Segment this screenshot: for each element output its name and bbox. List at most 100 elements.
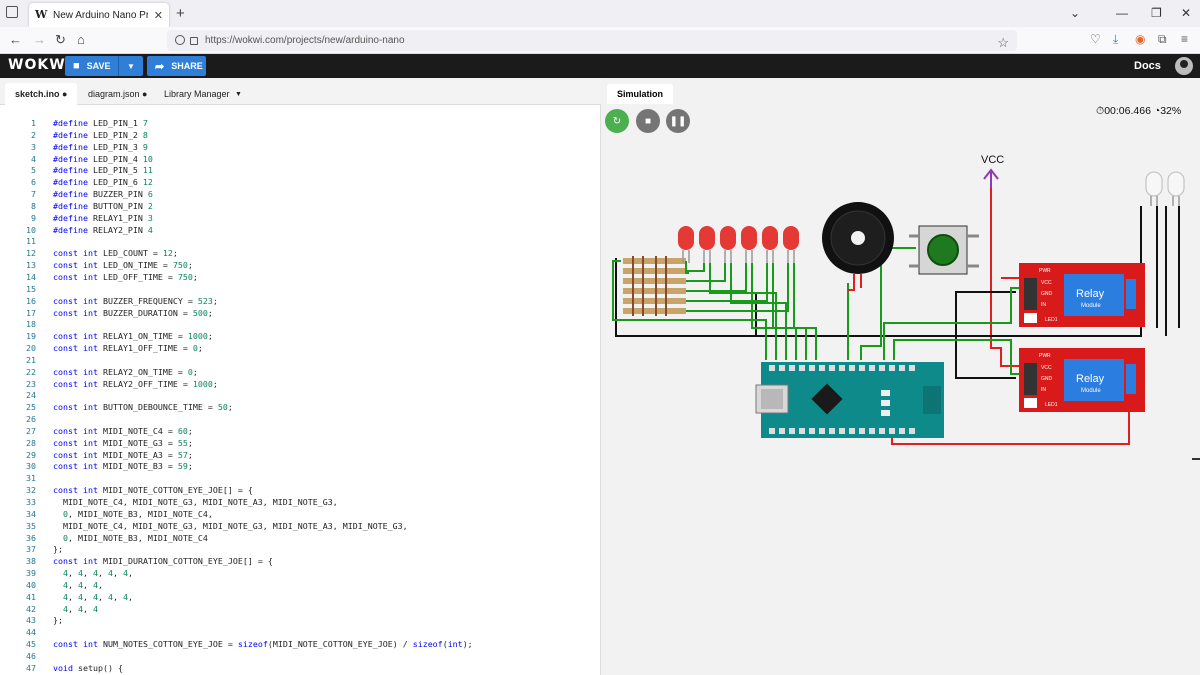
restore-icon[interactable]: ❐ [1151, 6, 1162, 20]
lock-icon[interactable] [190, 37, 198, 45]
code-line[interactable]: 46 [0, 651, 601, 663]
code-text[interactable]: 4, 4, 4, 4, 4, [63, 568, 133, 579]
code-line[interactable]: 33 MIDI_NOTE_C4, MIDI_NOTE_G3, MIDI_NOTE… [0, 497, 601, 509]
pocket-icon[interactable]: ♡ [1090, 32, 1101, 46]
downloads-icon[interactable]: ⤓ [1113, 32, 1119, 46]
code-text[interactable]: #define LED_PIN_3 9 [53, 141, 148, 152]
code-text[interactable]: #define BUZZER_PIN 6 [53, 189, 153, 200]
code-text[interactable]: const int BUTTON_DEBOUNCE_TIME = 50; [53, 402, 233, 413]
code-text[interactable]: const int MIDI_NOTE_A3 = 57; [53, 449, 193, 460]
tab-list-icon[interactable] [6, 6, 18, 18]
code-line[interactable]: 6#define LED_PIN_6 12 [0, 177, 601, 189]
code-line[interactable]: 24 [0, 390, 601, 402]
tab-diagram-json[interactable]: diagram.json ● [88, 89, 148, 99]
code-text[interactable]: MIDI_NOTE_C4, MIDI_NOTE_G3, MIDI_NOTE_A3… [53, 497, 338, 507]
forward-icon[interactable]: → [33, 32, 46, 47]
code-line[interactable]: 8#define BUTTON_PIN 2 [0, 201, 601, 213]
code-text[interactable]: const int RELAY1_ON_TIME = 1000; [53, 331, 213, 342]
code-line[interactable]: 40 4, 4, 4, [0, 580, 601, 592]
code-text[interactable]: #define BUTTON_PIN 2 [53, 200, 153, 211]
editor-tabs-dropdown-icon[interactable]: ▼ [235, 90, 242, 98]
code-line[interactable]: 3#define LED_PIN_3 9 [0, 142, 601, 154]
code-line[interactable]: 34 0, MIDI_NOTE_B3, MIDI_NOTE_C4, [0, 509, 601, 521]
address-bar[interactable]: https://wokwi.com/projects/new/arduino-n… [167, 30, 1017, 51]
code-text[interactable]: const int LED_ON_TIME = 750; [53, 260, 193, 271]
wokwi-logo[interactable]: WOKWI [8, 57, 72, 73]
bookmark-star-icon[interactable]: ☆ [997, 35, 1009, 50]
code-text[interactable]: #define LED_PIN_4 10 [53, 153, 153, 164]
code-text[interactable]: #define LED_PIN_1 7 [53, 118, 148, 128]
code-line[interactable]: 31 [0, 473, 601, 485]
code-line[interactable]: 37}; [0, 544, 601, 556]
code-text[interactable]: const int MIDI_NOTE_COTTON_EYE_JOE[] = { [53, 485, 253, 496]
new-tab-icon[interactable]: + [176, 5, 185, 22]
code-text[interactable]: #define LED_PIN_6 12 [53, 177, 153, 188]
code-line[interactable]: 18 [0, 319, 601, 331]
code-text[interactable]: const int LED_OFF_TIME = 750; [53, 271, 198, 282]
code-line[interactable]: 11 [0, 236, 601, 248]
code-text[interactable]: #define LED_PIN_2 8 [53, 129, 148, 140]
code-text[interactable]: 0, MIDI_NOTE_B3, MIDI_NOTE_C4 [63, 532, 208, 543]
extension-icon[interactable]: ◉ [1135, 32, 1146, 46]
code-line[interactable]: 2#define LED_PIN_2 8 [0, 130, 601, 142]
stop-simulation-button[interactable]: ■ [636, 109, 660, 133]
code-text[interactable]: MIDI_NOTE_C4, MIDI_NOTE_G3, MIDI_NOTE_G3… [53, 520, 408, 531]
code-text[interactable]: const int MIDI_NOTE_B3 = 59; [53, 461, 193, 472]
code-line[interactable]: 10#define RELAY2_PIN 4 [0, 225, 601, 237]
pause-simulation-button[interactable]: ❚❚ [666, 109, 690, 133]
code-text[interactable]: const int BUZZER_DURATION = 500; [53, 307, 213, 318]
code-line[interactable]: 5#define LED_PIN_5 11 [0, 165, 601, 177]
code-text[interactable]: const int BUZZER_FREQUENCY = 523; [53, 295, 218, 306]
close-window-icon[interactable]: ✕ [1181, 6, 1192, 20]
code-line[interactable]: 4#define LED_PIN_4 10 [0, 154, 601, 166]
code-text[interactable]: #define RELAY2_PIN 4 [53, 224, 153, 235]
code-text[interactable]: 0, MIDI_NOTE_B3, MIDI_NOTE_C4, [63, 508, 213, 519]
tab-sketch-ino[interactable]: sketch.ino ● [5, 83, 78, 105]
code-text[interactable]: const int RELAY2_OFF_TIME = 1000; [53, 378, 218, 389]
docs-link[interactable]: Docs [1134, 60, 1161, 72]
back-icon[interactable]: ← [9, 32, 22, 47]
code-line[interactable]: 43}; [0, 615, 601, 627]
code-line[interactable]: 42 4, 4, 4 [0, 604, 601, 616]
code-line[interactable]: 21 [0, 355, 601, 367]
pane-divider-handle[interactable] [1192, 458, 1200, 460]
code-text[interactable]: const int LED_COUNT = 12; [53, 248, 178, 259]
code-line[interactable]: 9#define RELAY1_PIN 3 [0, 213, 601, 225]
restart-simulation-button[interactable]: ↻ [605, 109, 629, 133]
code-text[interactable]: const int RELAY2_ON_TIME = 0; [53, 366, 198, 377]
code-line[interactable]: 7#define BUZZER_PIN 6 [0, 189, 601, 201]
home-icon[interactable]: ⌂ [77, 32, 85, 47]
code-line[interactable]: 39 4, 4, 4, 4, 4, [0, 568, 601, 580]
code-line[interactable]: 35 MIDI_NOTE_C4, MIDI_NOTE_G3, MIDI_NOTE… [0, 521, 601, 533]
code-line[interactable]: 36 0, MIDI_NOTE_B3, MIDI_NOTE_C4 [0, 533, 601, 545]
save-button[interactable]: ■ SAVE [65, 56, 118, 76]
code-line[interactable]: 15 [0, 284, 601, 296]
browser-tab[interactable]: W New Arduino Nano Project - W ✕ [29, 3, 169, 27]
tab-library-manager[interactable]: Library Manager [164, 89, 230, 99]
code-text[interactable]: #define LED_PIN_5 11 [53, 165, 153, 176]
code-text[interactable]: 4, 4, 4 [63, 603, 98, 614]
code-text[interactable]: const int NUM_NOTES_COTTON_EYE_JOE = siz… [53, 639, 473, 650]
code-text[interactable]: 4, 4, 4, 4, 4, [63, 591, 133, 602]
code-line[interactable]: 41 4, 4, 4, 4, 4, [0, 592, 601, 604]
avatar[interactable] [1175, 57, 1193, 75]
address-text[interactable]: https://wokwi.com/projects/new/arduino-n… [205, 35, 405, 46]
code-line[interactable]: 44 [0, 627, 601, 639]
